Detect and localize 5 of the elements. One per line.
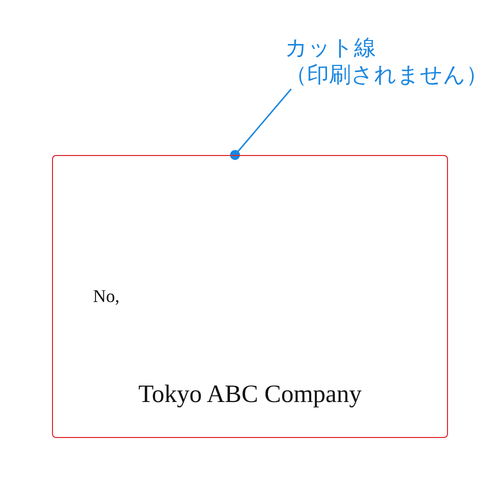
card-outline (52, 155, 448, 438)
callout-text: カット線（印刷されません） (285, 35, 490, 89)
number-label: No, (93, 287, 120, 305)
company-name: Tokyo ABC Company (138, 382, 362, 407)
leader-line (230, 88, 292, 160)
